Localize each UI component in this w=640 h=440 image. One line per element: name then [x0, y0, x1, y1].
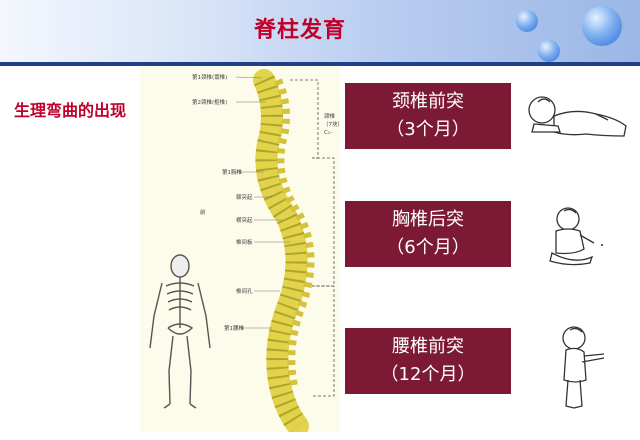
- title-banner: [0, 0, 640, 62]
- bubble-decoration-3: [538, 40, 560, 62]
- label-l1: 第1腰椎: [224, 324, 244, 332]
- stage-age: （12个月）: [380, 364, 476, 385]
- label-disc: 椎间板: [236, 238, 253, 246]
- label-cervical: 颈椎: [324, 112, 336, 120]
- bubble-decoration-1: [516, 10, 538, 32]
- label-foramen: 椎间孔: [236, 287, 253, 295]
- baby-standing-icon: [562, 326, 605, 409]
- stage-box-thoracic: 胸椎后突 （6个月）: [345, 201, 511, 267]
- label-transverse: 横突起: [236, 216, 253, 224]
- spine-diagram: 第1颈椎(寰椎) 第2颈椎(枢椎) 颈椎 （7块） C₁₋ 第1胸椎 前 棘突起…: [149, 69, 343, 437]
- baby-sitting-icon: [549, 207, 603, 266]
- label-c1: 第1颈椎(寰椎): [192, 73, 227, 81]
- stage-name: 颈椎前突: [392, 91, 464, 112]
- label-cervical-count: （7块）: [323, 120, 340, 128]
- label-cervical-range: C₁₋: [324, 130, 333, 136]
- stage-age: （3个月）: [386, 119, 470, 140]
- label-c2: 第2颈椎(枢椎): [192, 98, 227, 106]
- spine-figure-panel: 第1颈椎(寰椎) 第2颈椎(枢椎) 颈椎 （7块） C₁₋ 第1胸椎 前 棘突起…: [140, 66, 343, 437]
- label-spinous: 棘突起: [236, 193, 253, 201]
- stage-name: 胸椎后突: [392, 209, 464, 230]
- stage-age: （6个月）: [386, 237, 470, 258]
- skeleton-figure: [149, 254, 211, 409]
- page-title: 脊柱发育: [253, 18, 346, 43]
- stage-name: 腰椎前突: [392, 336, 464, 357]
- bubble-decoration-2: [582, 6, 622, 46]
- baby-prone-icon: [528, 96, 627, 137]
- stage-box-cervical: 颈椎前突 （3个月）: [345, 83, 511, 149]
- subtitle: 生理弯曲的出现: [14, 101, 127, 120]
- stage-box-lumbar: 腰椎前突 （12个月）: [345, 328, 511, 394]
- banner-divider: [0, 62, 640, 66]
- label-t1: 第1胸椎: [222, 168, 242, 176]
- label-side: 前: [200, 208, 206, 216]
